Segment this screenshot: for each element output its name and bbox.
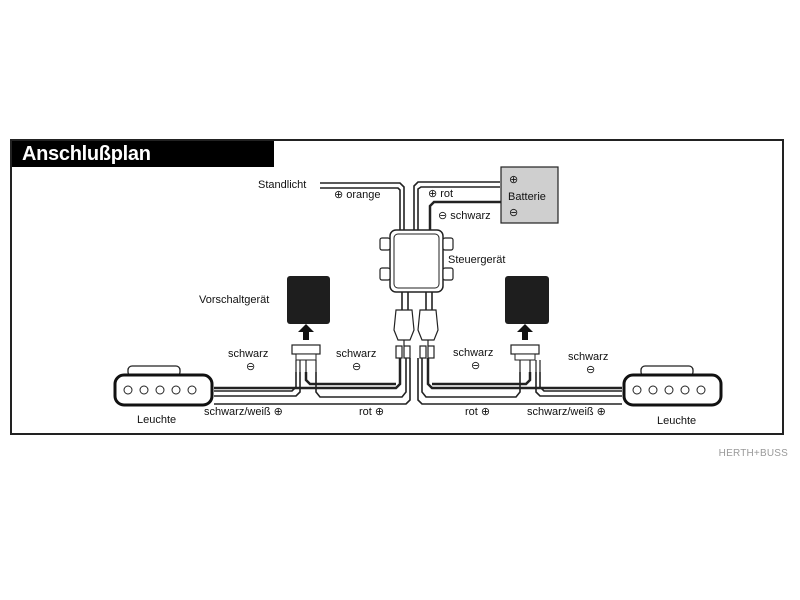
schwarz-label-4: schwarz	[568, 351, 608, 363]
rot-right-label: rot ⊕	[465, 406, 490, 418]
wire-sw-right	[535, 372, 622, 397]
wire-schwarz-left	[214, 358, 402, 390]
battery-minus-icon: ⊖	[509, 207, 518, 219]
title-bar	[12, 141, 274, 167]
pin-1	[395, 345, 403, 359]
schwarz-label-1: schwarz	[228, 348, 268, 360]
vorschaltgeraet-right	[505, 276, 549, 324]
minus-icon-4: ⊖	[586, 364, 595, 376]
pin-2	[403, 345, 411, 359]
left-plug-wires	[295, 360, 317, 372]
schwarz-label-2: schwarz	[336, 348, 376, 360]
wire-schwarz-battery	[428, 200, 506, 232]
wire-rot-left	[315, 358, 407, 398]
steuergeraet-box	[379, 229, 454, 293]
leuchte-left-label: Leuchte	[137, 414, 176, 426]
steuergeraet-label: Steuergerät	[448, 254, 505, 266]
schwarz-battery-label: ⊖ schwarz	[438, 210, 491, 222]
wire-standlicht-inner	[320, 187, 401, 232]
minus-icon-3: ⊖	[471, 360, 480, 372]
right-plug-wires	[519, 360, 541, 372]
lamp-right	[622, 365, 723, 407]
wire-rot-battery-inner	[417, 186, 500, 232]
plug-left	[393, 309, 415, 341]
lamp-left	[113, 365, 214, 407]
pin-3	[419, 345, 427, 359]
orange-label: ⊕ orange	[334, 189, 381, 201]
minus-icon-2: ⊖	[352, 361, 361, 373]
rot-left-label: rot ⊕	[359, 406, 384, 418]
wire-rot-right-outer	[417, 358, 622, 405]
plug-connectors	[393, 309, 439, 359]
pin-4	[427, 345, 435, 359]
arrow-left	[291, 324, 321, 361]
brand-watermark: HERTH+BUSS	[718, 448, 788, 459]
schwarz-weiss-right-label: schwarz/weiß ⊕	[527, 406, 606, 418]
vorschaltgeraet-left	[287, 276, 330, 324]
wire-rot-right	[421, 358, 521, 398]
schwarz-label-3: schwarz	[453, 347, 493, 359]
rot-battery-label: ⊕ rot	[428, 188, 453, 200]
battery-label: Batterie	[508, 191, 546, 203]
leuchte-right-label: Leuchte	[657, 415, 696, 427]
schwarz-weiss-left-label: schwarz/weiß ⊕	[204, 406, 283, 418]
wire-rot-battery	[413, 181, 500, 232]
standlicht-label: Standlicht	[258, 179, 306, 191]
wire-schwarz-left-2	[304, 372, 396, 386]
wires	[214, 181, 622, 405]
wire-standlicht	[320, 182, 405, 232]
wire-rot-left-outer	[214, 358, 411, 405]
battery-plus-icon: ⊕	[509, 174, 518, 186]
plug-stems	[403, 340, 429, 346]
wire-sw-left-2	[214, 372, 297, 392]
diagram-title: Anschlußplan	[22, 143, 151, 165]
vorschaltgeraet-label: Vorschaltgerät	[199, 294, 269, 306]
battery-box	[500, 166, 559, 224]
wire-sw-right-2	[539, 372, 622, 392]
wire-sw-left	[214, 372, 301, 397]
wire-schwarz-right	[426, 358, 622, 390]
wire-schwarz-right-2	[432, 372, 532, 386]
plug-right	[417, 309, 439, 341]
minus-icon-1: ⊖	[246, 361, 255, 373]
arrow-right	[510, 324, 540, 361]
